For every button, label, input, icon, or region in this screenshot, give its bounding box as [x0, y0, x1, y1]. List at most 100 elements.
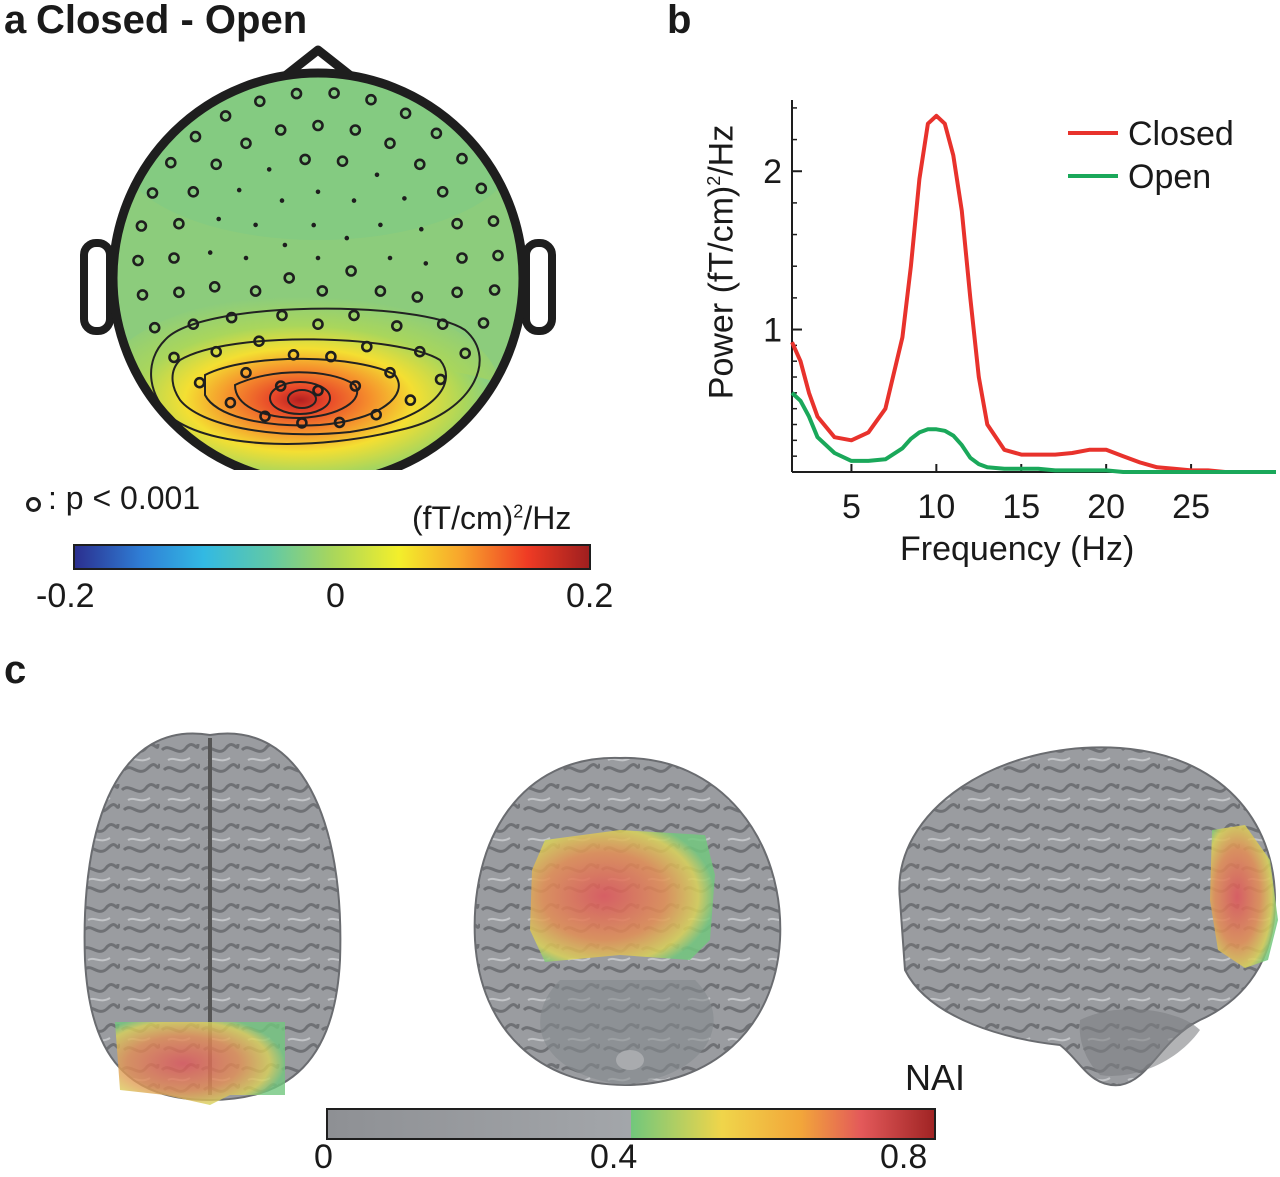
sensor-marker — [434, 373, 447, 386]
sensor-marker — [216, 216, 221, 222]
activation-back — [530, 830, 715, 962]
series-line-closed — [790, 113, 1276, 474]
panel-a-title: Closed - Open — [36, 0, 308, 42]
sensor-marker — [168, 252, 180, 264]
significance-marker-icon — [26, 497, 41, 512]
sensor-marker — [419, 226, 424, 232]
sensor-marker — [451, 217, 463, 230]
sensor-marker — [411, 291, 424, 303]
ylabel-suffix: /Hz — [702, 124, 741, 176]
sensor-marker — [365, 93, 377, 106]
sensor-marker — [336, 155, 349, 167]
sensor-marker — [187, 186, 200, 198]
chart-y-label: Power (fT/cm)2/Hz — [703, 125, 742, 399]
sensor-marker — [348, 309, 360, 322]
activation-side — [1210, 825, 1278, 968]
sensor-marker — [168, 351, 180, 364]
sensor-marker — [390, 320, 403, 332]
sensor-marker — [240, 366, 252, 379]
sensor-marker — [243, 255, 249, 261]
chart-x-tick-label: 15 — [1002, 488, 1040, 526]
sensor-marker — [283, 272, 296, 284]
sensor-marker — [173, 217, 185, 230]
sensor-markers — [132, 87, 504, 429]
sensor-marker — [146, 187, 159, 199]
sensor-marker — [287, 348, 300, 361]
sensor-marker — [488, 284, 501, 296]
chart-x-tick-label: 20 — [1087, 488, 1125, 526]
sensor-marker — [387, 255, 393, 261]
sensor-marker — [349, 380, 362, 392]
sensor-marker — [259, 410, 271, 423]
chart-y-tick-label: 1 — [763, 312, 782, 350]
sensor-marker — [136, 289, 149, 301]
contour-lines — [150, 307, 481, 445]
sensor-marker — [253, 222, 258, 228]
sensor-marker — [384, 137, 396, 150]
sensor-marker — [189, 130, 202, 143]
sensor-marker — [290, 87, 303, 100]
sensor-marker — [451, 286, 463, 299]
brain-back-view — [473, 756, 782, 1087]
unit-sup: 2 — [513, 501, 524, 522]
sensor-marker — [344, 235, 350, 241]
sensor-marker — [311, 222, 317, 228]
sensor-marker — [423, 261, 429, 266]
sensor-marker — [274, 380, 287, 392]
sensor-marker — [165, 156, 177, 169]
sensor-marker — [374, 285, 387, 297]
sensor-marker — [296, 417, 308, 429]
sensor-marker — [459, 347, 472, 360]
panel-b-letter: b — [667, 0, 692, 42]
colorbar-c-tick-max: 0.8 — [880, 1138, 928, 1176]
sensor-marker — [316, 285, 329, 297]
colorbar-a-tick-max: 0.2 — [566, 577, 614, 615]
sensor-marker — [208, 280, 221, 293]
sensor-marker — [430, 127, 443, 140]
colorbar-a — [73, 544, 591, 570]
colorbar-a-tick-mid: 0 — [326, 577, 345, 615]
sensor-marker — [349, 124, 362, 136]
sensor-marker — [315, 189, 321, 195]
chart-x-tick-label: 5 — [842, 488, 861, 526]
sensor-marker — [279, 198, 285, 203]
chart-x-tick-label: 25 — [1172, 488, 1210, 526]
sensor-marker — [187, 318, 200, 331]
ylabel-sup: 2 — [704, 175, 725, 186]
sensor-marker — [328, 87, 340, 99]
sensor-marker — [236, 187, 242, 193]
panel-c-letter: c — [4, 648, 27, 692]
sensor-marker — [240, 137, 252, 150]
series-line-open — [790, 391, 1276, 474]
sensor-marker — [413, 345, 426, 358]
unit-prefix: (fT/cm) — [412, 500, 514, 536]
sensor-marker — [274, 124, 287, 136]
sensor-marker — [325, 350, 337, 363]
sensor-marker — [219, 110, 232, 122]
sensor-marker — [135, 220, 148, 232]
sensor-marker — [345, 265, 357, 277]
chart-x-label: Frequency (Hz) — [900, 530, 1135, 568]
sensor-marker — [299, 153, 311, 166]
brain-top-view — [83, 732, 342, 1105]
sensor-marker — [487, 215, 500, 227]
sensor-marker — [276, 309, 288, 322]
legend-label-open: Open — [1128, 158, 1211, 196]
chart-x-tick-label: 10 — [917, 488, 955, 526]
colorbar-a-tick-min: -0.2 — [36, 577, 95, 615]
sensor-marker — [413, 158, 426, 171]
sensor-marker — [378, 222, 383, 228]
colorbar-c-tick-mid: 0.4 — [590, 1138, 638, 1176]
sensor-marker — [399, 107, 412, 120]
sensor-marker — [207, 250, 213, 255]
colorbar-a-unit: (fT/cm)2/Hz — [412, 500, 571, 537]
sensor-marker — [225, 311, 238, 324]
nose-shape — [277, 45, 359, 84]
sensor-marker — [351, 198, 357, 203]
sensor-marker — [193, 376, 206, 389]
sensor-marker — [312, 318, 324, 331]
sensor-marker — [374, 172, 380, 178]
sensor-marker — [456, 152, 468, 165]
sensor-marker — [253, 335, 265, 348]
